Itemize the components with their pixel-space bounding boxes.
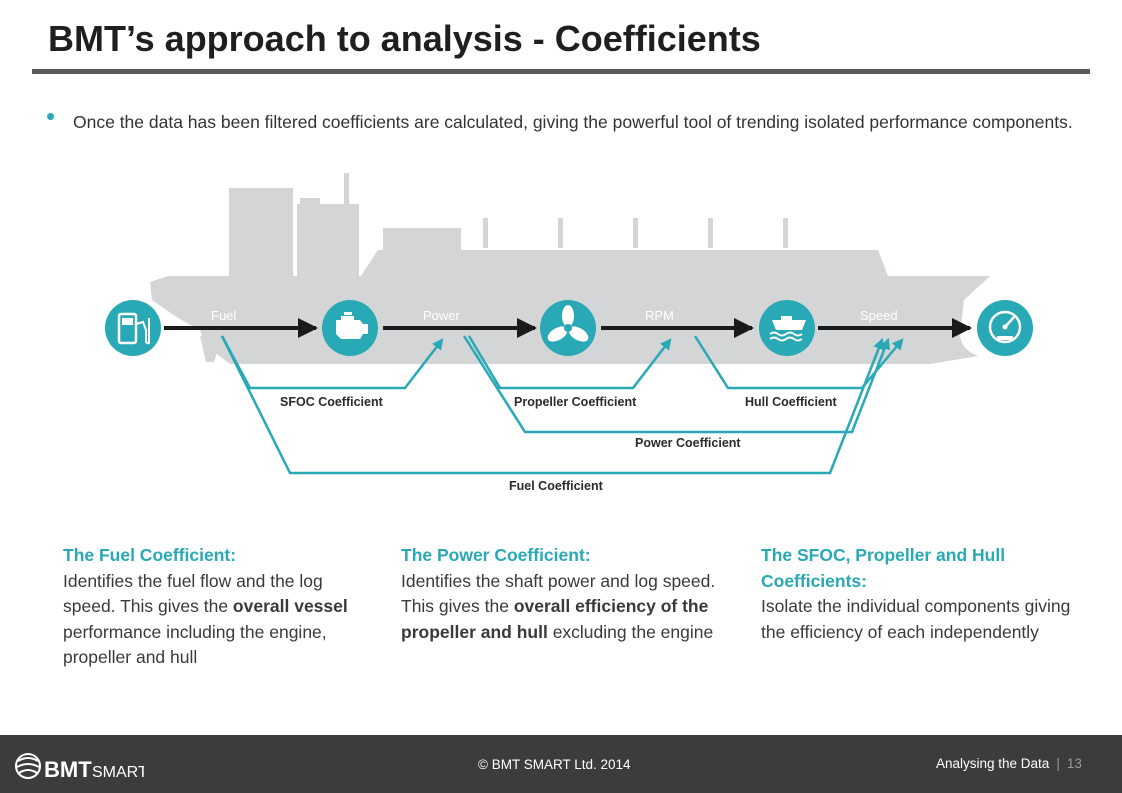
bullet-marker: • — [46, 101, 56, 131]
page-title: BMT’s approach to analysis - Coefficient… — [48, 18, 761, 59]
sfoc-propeller-hull-description: The SFOC, Propeller and Hull Coefficient… — [761, 543, 1086, 645]
propeller-icon — [540, 300, 596, 356]
flow-label-rpm: RPM — [645, 308, 674, 323]
flow-label-fuel: Fuel — [211, 308, 236, 323]
title-rule — [32, 69, 1090, 74]
description-heading: The SFOC, Propeller and Hull Coefficient… — [761, 545, 1006, 591]
hull-icon — [759, 300, 815, 356]
bmt-logo: BMT SMART — [15, 753, 144, 782]
logo-text-smart: SMART — [92, 764, 144, 781]
fuel-pump-icon — [105, 300, 161, 356]
logo-text-bmt: BMT — [44, 757, 92, 782]
globe-logo-icon — [15, 753, 41, 779]
description-emphasis: overall vessel — [232, 596, 348, 616]
hull-coefficient-path — [693, 335, 904, 390]
engine-icon — [322, 300, 378, 356]
sfoc-coefficient-label: SFOC Coefficient — [280, 395, 384, 409]
section-name: Analysing the Data — [936, 756, 1050, 771]
hull-coefficient-label: Hull Coefficient — [745, 395, 838, 409]
propeller-coefficient-path — [467, 335, 672, 390]
footer-separator: | — [1056, 756, 1060, 771]
fuel-coefficient-path — [220, 335, 884, 475]
power-coefficient-label: Power Coefficient — [635, 436, 741, 450]
description-text: Identifies the fuel flow and the log spe… — [63, 570, 323, 617]
coefficient-diagram: Fuel Power RPM Speed SFOC Coefficient Pr… — [105, 173, 1033, 493]
flow-label-power: Power — [423, 308, 461, 323]
description-text: Identifies the shaft power and log speed… — [401, 570, 716, 617]
bullet-text: Once the data has been filtered coeffici… — [73, 112, 1073, 132]
description-text: performance including the engine, propel… — [63, 621, 327, 668]
copyright-text: © BMT SMART Ltd. 2014 — [478, 757, 631, 772]
footer-section-info: Analysing the Data | 13 — [936, 756, 1082, 771]
fuel-coefficient-label: Fuel Coefficient — [509, 479, 604, 493]
description-heading: The Power Coefficient: — [401, 545, 591, 565]
power-coefficient-path — [462, 335, 890, 434]
power-coefficient-description: The Power Coefficient: Identifies the sha… — [401, 543, 726, 645]
speedometer-icon — [977, 300, 1033, 356]
fuel-coefficient-description: The Fuel Coefficient: Identifies the fuel… — [63, 543, 358, 671]
description-text: Isolate the individual components giving… — [761, 596, 1071, 642]
description-heading: The Fuel Coefficient: — [63, 545, 237, 565]
description-text: excluding the engine — [547, 621, 714, 642]
footer-bar — [0, 735, 1122, 793]
flow-label-speed: Speed — [860, 308, 898, 323]
page-number: 13 — [1066, 756, 1082, 771]
propeller-coefficient-label: Propeller Coefficient — [514, 395, 637, 409]
description-emphasis: overall efficiency of the propeller and … — [401, 596, 709, 642]
